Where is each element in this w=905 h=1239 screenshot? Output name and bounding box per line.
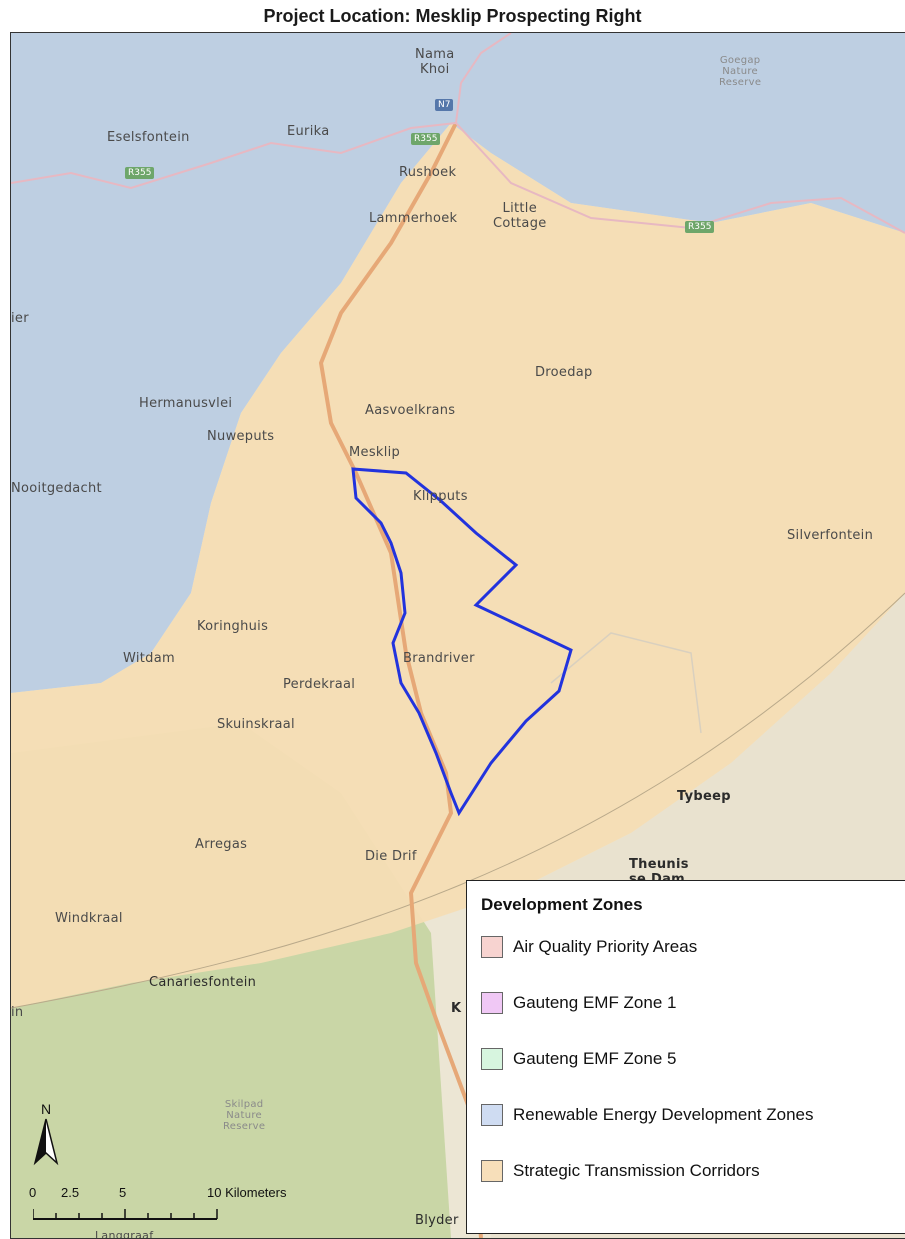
legend-box: Development Zones Air Quality Priority A… bbox=[466, 880, 905, 1234]
place-hermanusvlei: Hermanusvlei bbox=[139, 396, 233, 411]
legend-swatch-strategic-transmission bbox=[481, 1160, 503, 1182]
scale-label-0: 0 bbox=[29, 1185, 37, 1200]
legend-swatch-gauteng-emf-1 bbox=[481, 992, 503, 1014]
place-eurika: Eurika bbox=[287, 124, 330, 139]
legend-item-strategic-transmission: Strategic Transmission Corridors bbox=[481, 1157, 760, 1185]
legend-item-air-quality: Air Quality Priority Areas bbox=[481, 933, 697, 961]
north-arrow: N bbox=[31, 1101, 61, 1172]
place-nama-khoi: Nama Khoi bbox=[415, 47, 455, 77]
place-blyder: Blyder bbox=[415, 1213, 459, 1228]
place-skilpad-reserve: Skilpad Nature Reserve bbox=[223, 1099, 266, 1132]
place-mesklip: Mesklip bbox=[349, 445, 401, 460]
scale-bar-graphic bbox=[33, 1209, 218, 1220]
place-langgraaf: Langgraaf bbox=[95, 1229, 154, 1239]
north-arrow-icon bbox=[33, 1118, 59, 1166]
legend-item-gauteng-emf-5: Gauteng EMF Zone 5 bbox=[481, 1045, 676, 1073]
legend-swatch-gauteng-emf-5 bbox=[481, 1048, 503, 1070]
scale-label-2-5: 2.5 bbox=[61, 1185, 80, 1200]
renewable-zone-area bbox=[11, 33, 905, 693]
corridor-arc bbox=[11, 592, 905, 1009]
map-canvas[interactable]: Nama Khoi Goegap Nature Reserve Eselsfon… bbox=[10, 32, 905, 1239]
legend-swatch-air-quality bbox=[481, 936, 503, 958]
legend-label-air-quality: Air Quality Priority Areas bbox=[513, 937, 698, 956]
legend-item-gauteng-emf-1: Gauteng EMF Zone 1 bbox=[481, 989, 676, 1017]
transmission-corridor-area bbox=[11, 123, 905, 1008]
place-witdam: Witdam bbox=[123, 651, 175, 666]
legend-label-renewable-energy: Renewable Energy Development Zones bbox=[513, 1105, 814, 1124]
shield-r355-east: R355 bbox=[685, 221, 715, 233]
shield-n7: N7 bbox=[435, 99, 454, 111]
legend-label-strategic-transmission: Strategic Transmission Corridors bbox=[513, 1161, 760, 1180]
place-eselsfontein: Eselsfontein bbox=[107, 130, 190, 145]
place-windkraal: Windkraal bbox=[55, 911, 123, 926]
place-in: in bbox=[11, 1005, 24, 1020]
place-perdekraal: Perdekraal bbox=[283, 677, 356, 692]
place-brandriver: Brandriver bbox=[403, 651, 475, 666]
place-klipputs: Klipputs bbox=[413, 489, 468, 504]
place-tybeep: Tybeep bbox=[677, 789, 731, 804]
road-n7 bbox=[318, 122, 483, 1238]
place-die-drif: Die Drif bbox=[365, 849, 417, 864]
map-title: Project Location: Mesklip Prospecting Ri… bbox=[263, 6, 642, 26]
shield-r355-center: R355 bbox=[411, 133, 441, 145]
place-goegap-reserve: Goegap Nature Reserve bbox=[719, 55, 762, 88]
minor-road bbox=[550, 632, 702, 734]
place-droedap: Droedap bbox=[535, 365, 593, 380]
scale-label-5: 5 bbox=[119, 1185, 127, 1200]
shield-r355-west: R355 bbox=[125, 167, 155, 179]
legend-title: Development Zones bbox=[481, 895, 643, 914]
place-arregas: Arregas bbox=[195, 837, 248, 852]
place-koringhuis: Koringhuis bbox=[197, 619, 269, 634]
map-layers bbox=[11, 33, 905, 1238]
legend-swatch-renewable-energy bbox=[481, 1104, 503, 1126]
legend-item-renewable-energy: Renewable Energy Development Zones bbox=[481, 1101, 814, 1129]
place-silverfontein: Silverfontein bbox=[787, 528, 874, 543]
scale-label-10km: 10 Kilometers bbox=[207, 1185, 287, 1200]
road-north bbox=[455, 33, 512, 124]
place-nuweputs: Nuweputs bbox=[207, 429, 275, 444]
place-aasvoelkrans: Aasvoelkrans bbox=[365, 403, 456, 418]
place-ier: ier bbox=[11, 311, 29, 326]
place-nooitgedacht: Nooitgedacht bbox=[11, 481, 102, 496]
prospecting-right-boundary bbox=[351, 467, 573, 817]
place-canariesfontein: Canariesfontein bbox=[149, 975, 257, 990]
place-rushoek: Rushoek bbox=[399, 165, 457, 180]
place-skuinskraal: Skuinskraal bbox=[217, 717, 295, 732]
place-lammerhoek: Lammerhoek bbox=[369, 211, 458, 226]
road-r355-west bbox=[11, 122, 457, 190]
place-k: K bbox=[451, 1001, 462, 1016]
north-letter: N bbox=[40, 1101, 52, 1117]
legend-label-gauteng-emf-5: Gauteng EMF Zone 5 bbox=[513, 1049, 677, 1068]
legend-label-gauteng-emf-1: Gauteng EMF Zone 1 bbox=[513, 993, 677, 1012]
place-little-cottage: Little Cottage bbox=[493, 201, 547, 231]
